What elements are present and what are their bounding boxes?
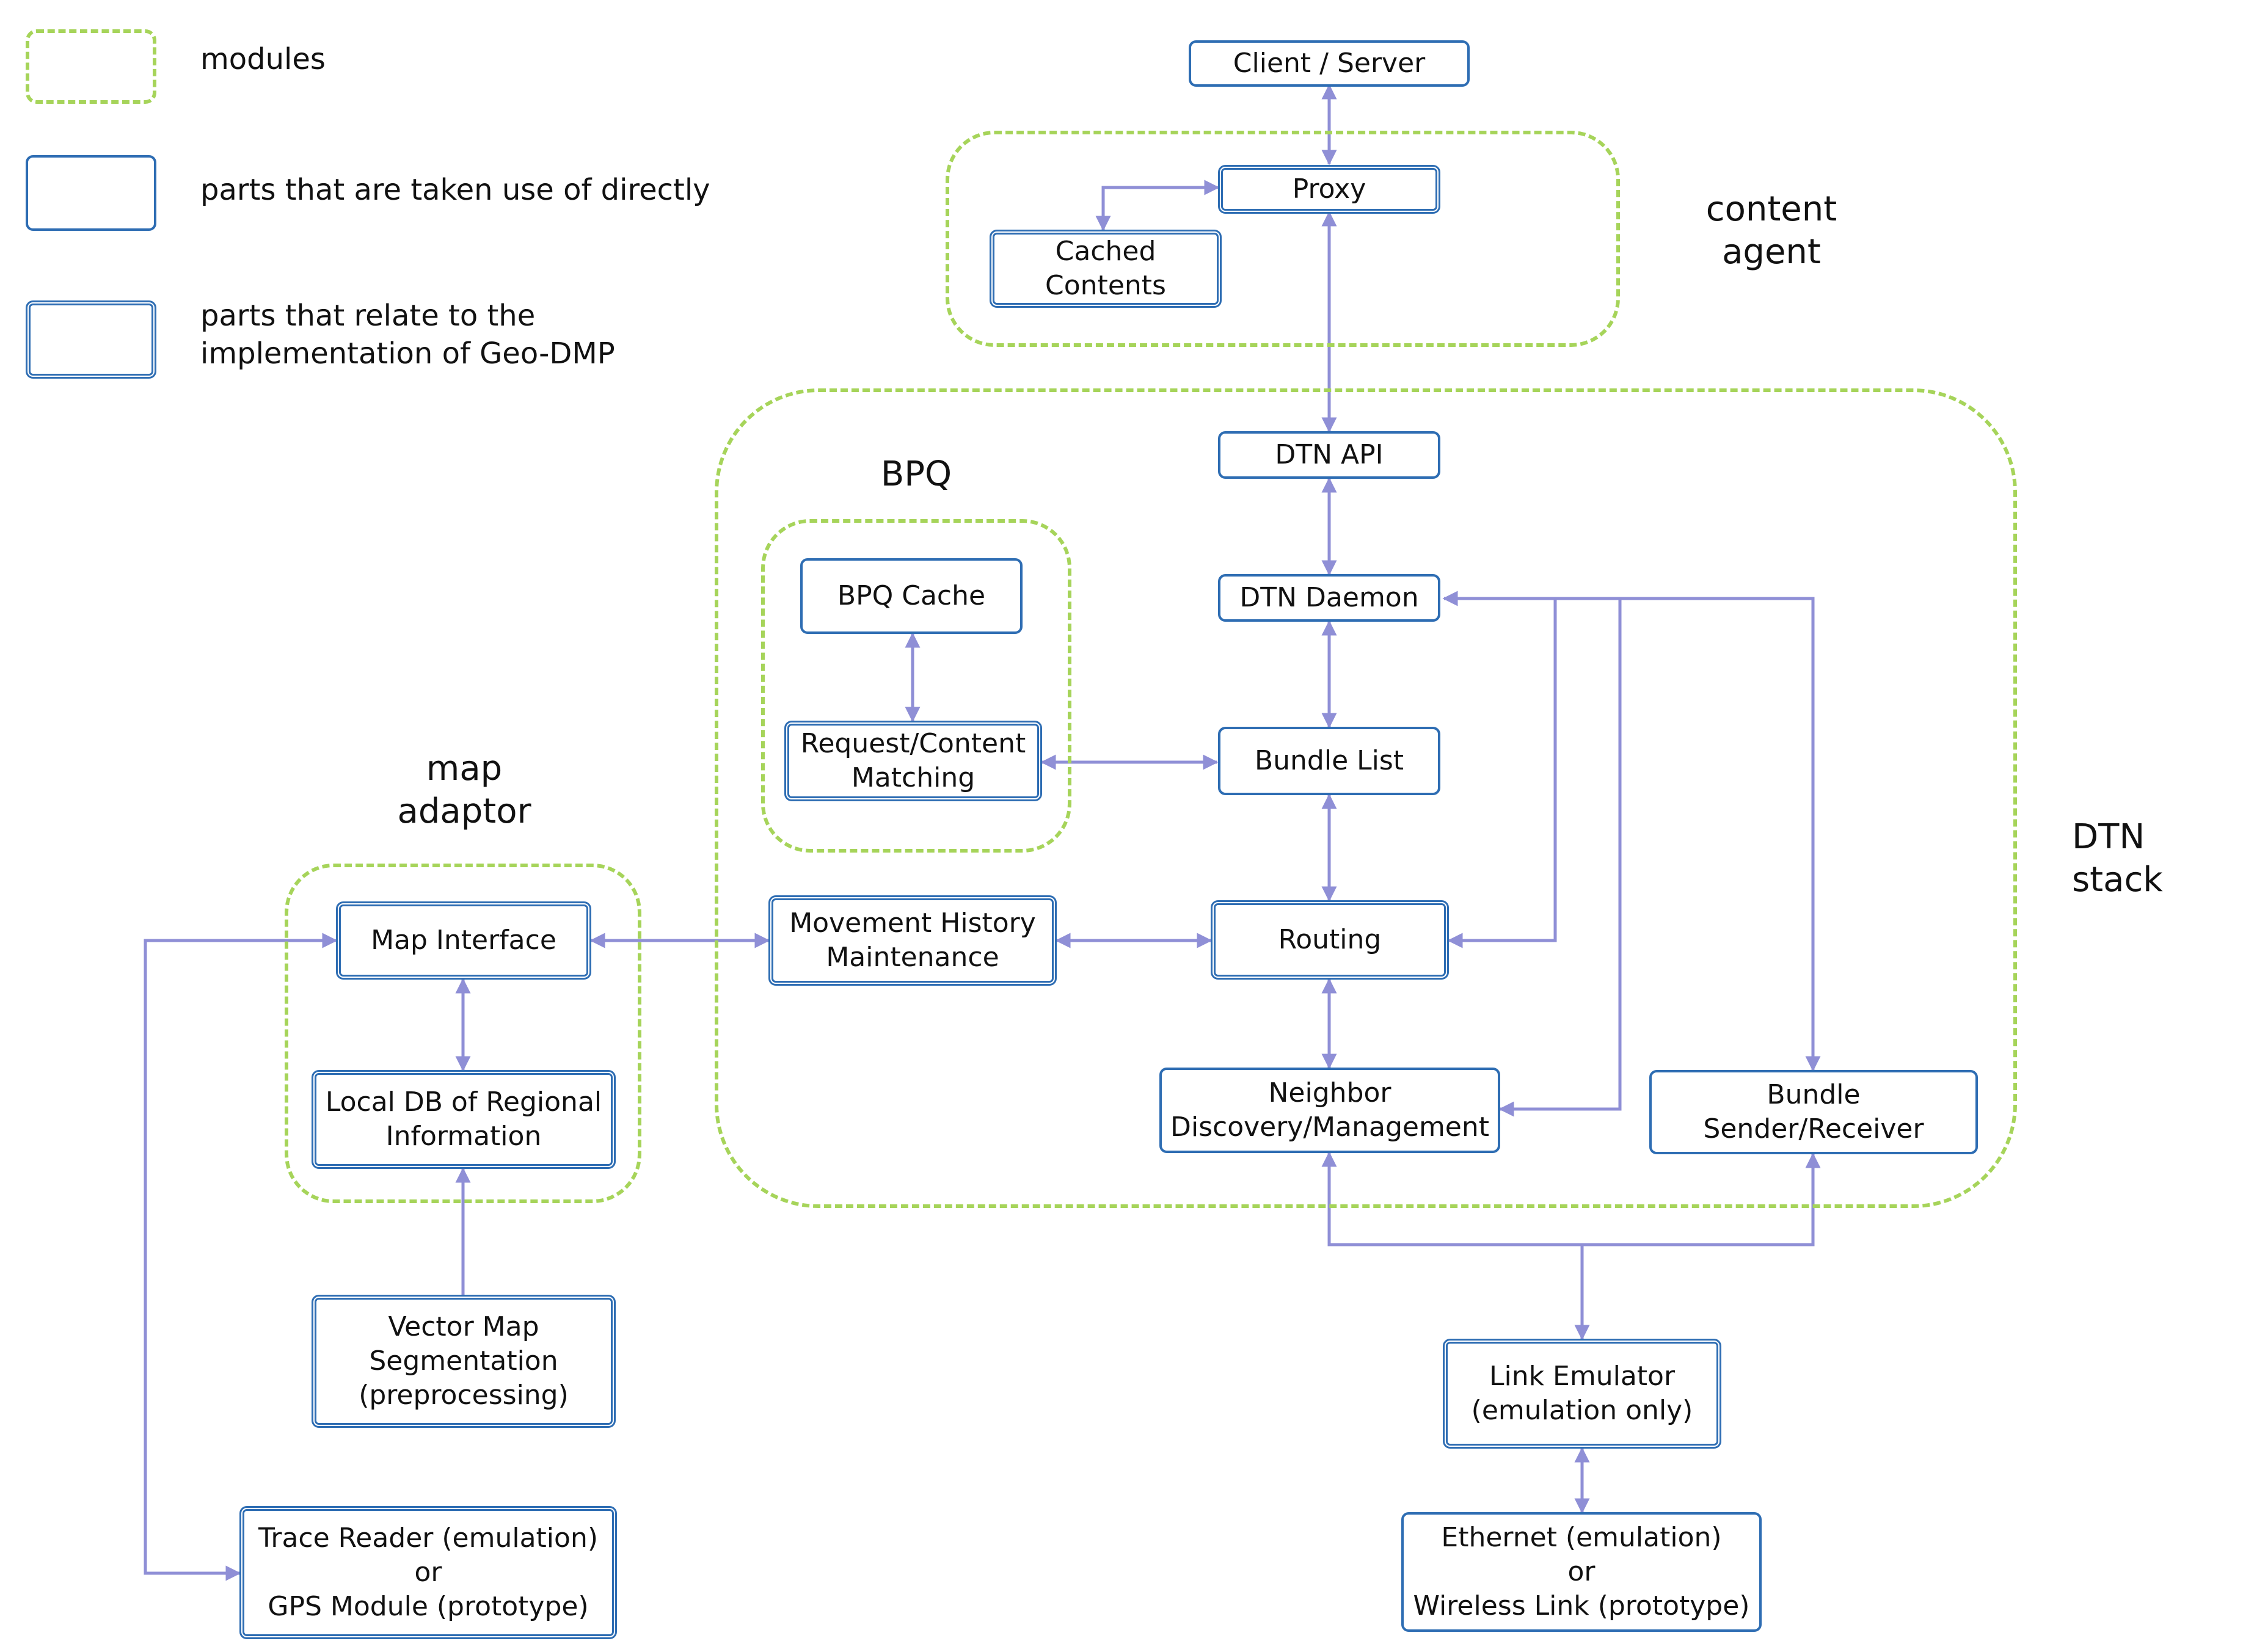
map-interface-box[interactable]: Map Interface bbox=[336, 901, 591, 980]
local-db-box[interactable]: Local DB of Regional Information bbox=[312, 1070, 616, 1169]
legend-modules-text: modules bbox=[200, 42, 326, 76]
connector-neighbor-bus bbox=[1321, 1151, 1821, 1246]
connector-daemon-routing bbox=[1442, 591, 1557, 948]
connector-proxy-cached bbox=[1095, 180, 1220, 231]
module-bpq bbox=[761, 519, 1071, 853]
proxy-box[interactable]: Proxy bbox=[1218, 165, 1440, 214]
request-content-matching-box[interactable]: Request/Content Matching bbox=[784, 721, 1042, 801]
map-adaptor-label: map adaptor bbox=[397, 749, 531, 831]
connector-daemon-neighbor bbox=[1498, 597, 1622, 1117]
ethernet-wireless-box[interactable]: Ethernet (emulation) or Wireless Link (p… bbox=[1401, 1512, 1762, 1632]
client-server-box[interactable]: Client / Server bbox=[1189, 40, 1470, 87]
module-map-adaptor bbox=[285, 864, 641, 1203]
link-emulator-box[interactable]: Link Emulator (emulation only) bbox=[1443, 1339, 1721, 1449]
legend-direct-text: parts that are taken use of directly bbox=[200, 173, 710, 207]
dtn-daemon-box[interactable]: DTN Daemon bbox=[1218, 574, 1440, 622]
module-content-agent bbox=[946, 131, 1620, 347]
module-dtn-stack bbox=[715, 388, 2017, 1208]
connector-trace-map bbox=[144, 933, 338, 1581]
dtn-stack-label: DTN stack bbox=[2072, 817, 2163, 900]
cached-contents-box[interactable]: Cached Contents bbox=[990, 230, 1222, 308]
legend-direct-swatch bbox=[26, 155, 156, 231]
dtn-api-box[interactable]: DTN API bbox=[1218, 431, 1440, 479]
vector-map-segmentation-box[interactable]: Vector Map Segmentation (preprocessing) bbox=[312, 1295, 616, 1428]
trace-reader-box[interactable]: Trace Reader (emulation) or GPS Module (… bbox=[239, 1506, 617, 1639]
content-agent-label: content agent bbox=[1705, 189, 1837, 272]
bpq-label: BPQ bbox=[880, 454, 952, 494]
routing-box[interactable]: Routing bbox=[1211, 900, 1449, 980]
legend-geo-text: parts that relate to the implementation … bbox=[200, 299, 615, 371]
bundle-list-box[interactable]: Bundle List bbox=[1218, 727, 1440, 795]
legend-module-swatch bbox=[26, 29, 156, 104]
bundle-sender-receiver-box[interactable]: Bundle Sender/Receiver bbox=[1649, 1070, 1978, 1154]
connector-daemon-sender bbox=[1620, 597, 1821, 1072]
bpq-cache-box[interactable]: BPQ Cache bbox=[800, 558, 1023, 634]
movement-history-box[interactable]: Movement History Maintenance bbox=[768, 895, 1057, 986]
neighbor-discovery-box[interactable]: Neighbor Discovery/Management bbox=[1159, 1068, 1500, 1153]
legend-geo-swatch bbox=[26, 300, 156, 379]
